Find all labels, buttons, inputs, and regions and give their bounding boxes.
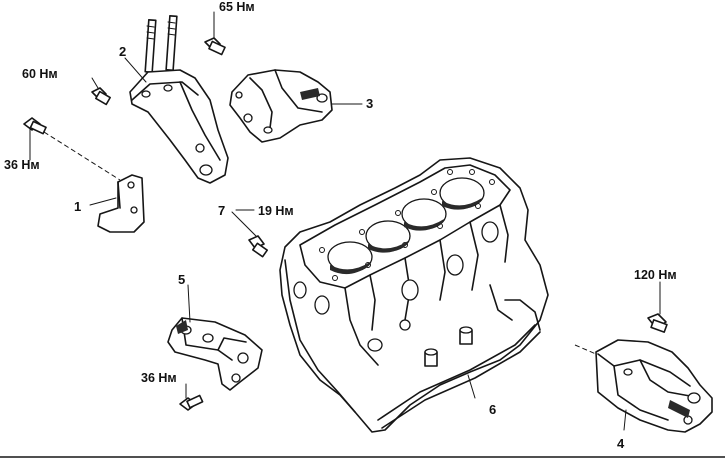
upper-right-mount-bracket <box>229 69 333 143</box>
label-part-5: 5 <box>178 272 185 287</box>
torque-label-36-top: 36 Нм <box>4 158 40 172</box>
label-part-3: 3 <box>366 96 373 111</box>
bolt-120 <box>647 313 668 333</box>
leader-lines <box>29 11 661 431</box>
bolt-65 <box>204 37 226 56</box>
right-mount-bracket <box>595 339 713 433</box>
label-part-6: 6 <box>489 402 496 417</box>
engine-block <box>279 157 549 433</box>
bolt-36-top <box>23 117 47 135</box>
label-part-2: 2 <box>119 44 126 59</box>
torque-label-19: 19 Нм <box>258 204 294 218</box>
small-left-mount-bracket <box>97 174 145 233</box>
torque-label-120: 120 Нм <box>634 268 677 282</box>
torque-label-65: 65 Нм <box>219 0 255 14</box>
bolt-60 <box>91 87 111 106</box>
torque-label-36-bottom: 36 Нм <box>141 371 177 385</box>
upper-engine-mount-bracket <box>129 15 229 184</box>
bolt-19-sensor <box>248 235 269 258</box>
label-part-1: 1 <box>74 199 81 214</box>
label-part-4: 4 <box>617 436 625 451</box>
bolt-36-bottom <box>179 394 204 411</box>
lower-left-mount-bracket <box>167 317 263 391</box>
label-part-7: 7 <box>218 203 225 218</box>
torque-label-60: 60 Нм <box>22 67 58 81</box>
